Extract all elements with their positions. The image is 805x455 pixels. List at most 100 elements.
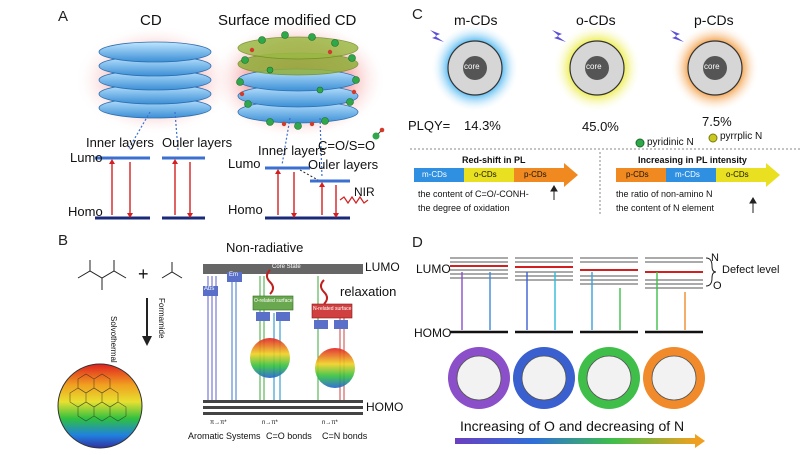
smcd-homo-label: Homo <box>228 202 263 217</box>
em-label-1: Em <box>229 272 238 278</box>
pyrrolic-n-dot <box>708 133 718 143</box>
smcd-title: Surface modified CD <box>218 12 357 29</box>
panel-b-figure <box>57 260 363 449</box>
o-states-label: O-related surface states <box>254 298 308 304</box>
redshift-note-2: the degree of oxidation <box>418 203 510 213</box>
pyridinic-n-dot <box>635 138 645 148</box>
o-cd-particle <box>553 24 641 112</box>
cd-energy-diagram <box>95 156 205 220</box>
trend-up-arrows <box>550 185 757 213</box>
cd-lumo-label: Lumo <box>70 150 103 165</box>
smcd-lumo-label: Lumo <box>228 156 261 171</box>
smcd-energy-diagram <box>265 166 369 220</box>
intensity-item-2: m-CDs <box>675 170 700 179</box>
o-cds-title: o-CDs <box>576 12 616 28</box>
panel-d-caption: Increasing of O and decreasing of N <box>460 418 685 434</box>
n-transition-label-1: n→π* <box>262 420 278 426</box>
homo-label: HOMO <box>366 400 404 414</box>
cd-outer-layers-label: Ouler layers <box>162 135 233 150</box>
relaxation-label: relaxation <box>340 284 397 299</box>
panel-c: C m-CDs o-CDs p-CDs core core core PLQY=… <box>400 0 805 225</box>
pyrrolic-n-label: pyrrplic N <box>720 131 763 142</box>
smcd-outer-layers-label: Ouler layers <box>308 157 379 172</box>
defect-level-label: Defect level <box>722 264 780 276</box>
pyridinic-n-label: pyridinic N <box>647 137 694 148</box>
panel-c-label: C <box>412 6 423 23</box>
intensity-note-1: the ratio of non-amino N <box>616 189 713 199</box>
redshift-title: Red-shift in PL <box>462 155 526 165</box>
n-states-label: N-related surface states <box>313 306 367 312</box>
m-cds-title: m-CDs <box>454 12 498 28</box>
n-transition-label-2: n→π* <box>322 420 338 426</box>
cd-homo-label: Homo <box>68 204 103 219</box>
core-state-bar <box>203 264 363 274</box>
n-label: N <box>711 252 719 264</box>
cn-bonds-label: C=N bonds <box>322 431 368 441</box>
panel-d-figure <box>448 257 717 448</box>
plqy-label: PLQY= <box>408 118 451 133</box>
p-plqy-value: 7.5% <box>702 114 732 129</box>
o-core-label: core <box>586 62 602 71</box>
aromatic-transitions <box>207 276 237 400</box>
redshift-item-1: m-CDs <box>422 170 447 179</box>
abs-box-1 <box>203 286 218 296</box>
co-bonds-label: C=O bonds <box>266 431 312 441</box>
cd-dot-core-1 <box>456 355 502 401</box>
functional-group-label: C=O/S=O <box>318 138 376 153</box>
intensity-order-arrow <box>616 163 780 187</box>
cn-transitions <box>311 276 355 400</box>
abs-label-1: Abs <box>204 286 215 292</box>
surface-oxygen-atoms <box>239 47 357 127</box>
panel-a-figure <box>75 20 386 220</box>
panel-a: A CD Surface modified CD Inner layers Ou… <box>0 0 400 225</box>
non-radiative-label: Non-radiative <box>226 240 304 255</box>
redshift-item-3: p-CDs <box>524 170 547 179</box>
o-plqy-value: 45.0% <box>582 119 619 134</box>
nir-label: NIR <box>354 185 375 199</box>
intensity-item-1: p-CDs <box>626 170 649 179</box>
p-cd-particle <box>671 24 759 112</box>
panel-b-label: B <box>58 232 69 249</box>
p-cds-title: p-CDs <box>694 12 734 28</box>
p-core-label: core <box>704 62 720 71</box>
band-diagrams <box>450 257 717 334</box>
panel-c-figure <box>410 24 800 215</box>
m-plqy-value: 14.3% <box>464 118 501 133</box>
homo-label: HOMO <box>414 326 452 340</box>
redshift-note-1: the content of C=O/-CONH- <box>418 189 529 199</box>
cd-dot-core-2 <box>521 355 567 401</box>
intensity-item-3: o-CDs <box>726 170 749 179</box>
homo-bands <box>203 400 363 415</box>
rainbow-cd-particle <box>57 363 143 449</box>
o-label: O <box>713 280 722 292</box>
m-core-label: core <box>464 62 480 71</box>
cd-disc-stack <box>98 41 212 119</box>
co-so-legend-icon <box>372 127 385 140</box>
panel-d-label: D <box>412 234 423 251</box>
aromatic-systems-label: Aromatic Systems <box>188 431 261 441</box>
co-transitions <box>250 276 294 400</box>
formamide-label: Formamide <box>157 298 166 339</box>
cd-dots <box>448 347 705 409</box>
caption-gradient-arrow <box>455 438 695 444</box>
redshift-order-arrow <box>414 163 578 187</box>
cd-inner-layers-label: Inner layers <box>86 135 154 150</box>
pi-transition-label: π→π* <box>210 420 227 426</box>
cd-title: CD <box>140 12 162 29</box>
smcd-disc-stack <box>237 36 359 124</box>
panel-b: B + Solvothermal Formamide Non-radiative… <box>0 228 404 450</box>
cd-dot-core-3 <box>586 355 632 401</box>
urea-structure <box>161 262 183 279</box>
redshift-item-2: o-CDs <box>474 170 497 179</box>
surface-functional-groups <box>236 31 360 130</box>
relaxation-wave <box>266 269 274 295</box>
intensity-title: Increasing in PL intensity <box>638 155 747 165</box>
em-box-1 <box>227 272 242 282</box>
panel-d: D LUMO HOMO N O Defect level Increasing … <box>400 228 805 450</box>
intensity-note-2: the content of N element <box>616 203 715 213</box>
plus-sign: + <box>138 264 149 284</box>
lumo-label: LUMO <box>416 262 451 276</box>
cd-dot-core-4 <box>651 355 697 401</box>
excitation-bolts <box>430 30 684 42</box>
m-cd-particle <box>431 24 519 112</box>
